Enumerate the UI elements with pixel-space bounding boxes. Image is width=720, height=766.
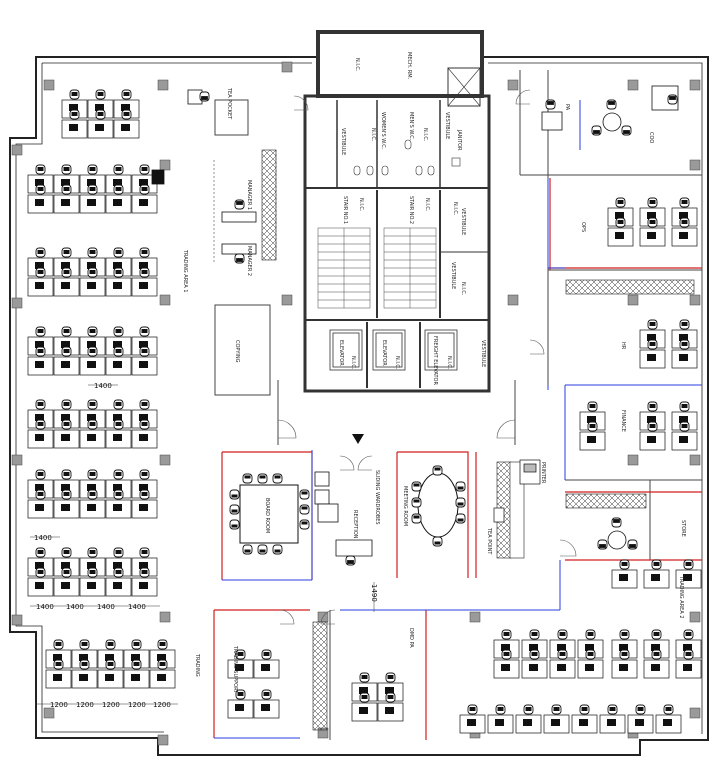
board-room-table	[229, 473, 310, 555]
label-tea-point: TEA POINT	[486, 527, 492, 555]
dim-1400-left: 1400	[34, 534, 52, 542]
label-vestibule-top: VESTIBULE	[340, 128, 346, 155]
label-meeting-room: MEETING ROOM	[402, 486, 408, 526]
storage-units	[261, 149, 695, 731]
label-nic-wc2: N.I.C.	[422, 128, 428, 142]
label-copying: COPYING	[234, 340, 240, 363]
label-manager-1: MANAGER 1	[246, 180, 252, 210]
label-nic-lower: N.I.C.	[460, 282, 466, 296]
label-stair-2: STAIR NO.2	[408, 196, 414, 224]
label-vestibule-wc: VESTIBULE	[444, 112, 450, 139]
label-finance: FINANCE	[620, 410, 626, 432]
dim-1400-a: 1400	[36, 603, 54, 611]
label-nic-mech: N.I.C.	[354, 58, 360, 72]
label-vestibule-elev: VESTIBULE	[480, 340, 486, 367]
doors	[277, 89, 577, 625]
label-stair-1: STAIR NO.1	[342, 196, 348, 224]
dim-1400-d: 1400	[128, 603, 146, 611]
label-janitor: JANITOR	[456, 129, 462, 151]
label-elevator-1: ELEVATOR	[338, 340, 344, 366]
dim-1400-c: 1400	[97, 603, 115, 611]
ops-desks	[607, 197, 698, 247]
stair-2	[383, 227, 437, 309]
label-trading-support: TRADING SUPPORT	[232, 645, 238, 694]
label-tea-pocket: TEA POCKET	[226, 87, 232, 120]
label-vestibule-stair: VESTIBULE	[460, 208, 466, 235]
elevators	[329, 329, 458, 371]
meeting-room-table	[411, 465, 466, 547]
label-trading-area-2: TRADING AREA 2	[678, 575, 684, 619]
label-coo: COO	[648, 132, 654, 143]
dmd-pa-desks	[351, 672, 404, 722]
round-tables	[591, 99, 638, 550]
label-mens-wc: MEN'S W.C.	[408, 112, 414, 141]
label-dmd-pa: DMD PA	[408, 628, 414, 648]
executive-desks	[187, 85, 679, 131]
label-manager-2: MANAGER 2	[246, 246, 252, 276]
dim-1490: 1490	[370, 584, 378, 602]
label-elevator-2: ELEVATOR	[381, 340, 387, 366]
reception-area	[314, 471, 373, 566]
dim-1200-c: 1200	[102, 701, 120, 709]
label-printer: PRINTER	[540, 462, 546, 484]
label-nic-elev3: N.I.C.	[446, 356, 452, 370]
dim-1400-b: 1400	[66, 603, 84, 611]
dimension-lines	[30, 384, 375, 705]
dim-1400-row: 1400	[94, 382, 112, 390]
label-womens-wc: WOMEN'S W.C.	[380, 112, 386, 150]
dim-1200-b: 1200	[76, 701, 94, 709]
trading-area-2-desks	[459, 559, 702, 734]
finance-desks	[579, 401, 698, 451]
entrance-arrow-icon	[352, 434, 364, 444]
building-core	[303, 30, 491, 393]
bottom-left-desks	[45, 639, 176, 689]
label-store: STORE	[680, 520, 686, 537]
label-sliding-wardrobes: SLIDING WARDROBES	[374, 470, 380, 525]
label-pa: PA	[564, 104, 570, 111]
printer-station	[493, 459, 541, 523]
label-mech-rm: MECH. RM.	[406, 52, 412, 80]
stair-1	[317, 227, 371, 309]
dim-1200-e: 1200	[153, 701, 171, 709]
hr-desks	[639, 319, 698, 369]
dim-1200-a: 1200	[50, 701, 68, 709]
label-ops: OPS	[580, 222, 586, 232]
label-board-room: BOARD ROOM	[264, 498, 270, 533]
blue-partitions	[214, 100, 702, 739]
label-trading-area-1: TRADING AREA 1	[182, 249, 188, 293]
interior-walls	[214, 70, 702, 740]
label-nic-stair2: N.I.C.	[424, 198, 430, 212]
dimension-labels: 1400 1400 1400 1400 1400 1400 1490 1200 …	[34, 382, 378, 709]
dim-1200-d: 1200	[128, 701, 146, 709]
trading-area-1-desks	[27, 89, 158, 597]
label-vestibule-lower: VESTIBULE	[450, 262, 456, 289]
label-nic-stair3: N.I.C.	[452, 202, 458, 216]
wc-fixtures	[353, 139, 461, 176]
label-trading: TRADING	[194, 653, 200, 677]
label-hr: HR	[620, 342, 626, 350]
label-nic-wc1: N.I.C.	[370, 128, 376, 142]
room-labels: MECH. RM. N.I.C. TEA POCKET PA COO WOMEN…	[182, 52, 686, 694]
label-nic-stair1: N.I.C.	[358, 198, 364, 212]
label-freight-elevator: FREIGHT ELEVATOR	[432, 336, 438, 385]
label-reception: RECEPTION	[352, 510, 358, 539]
label-nic-elev1: N.I.C.	[350, 356, 356, 370]
label-nic-elev2: N.I.C.	[394, 356, 400, 370]
manager-desks	[151, 169, 257, 264]
